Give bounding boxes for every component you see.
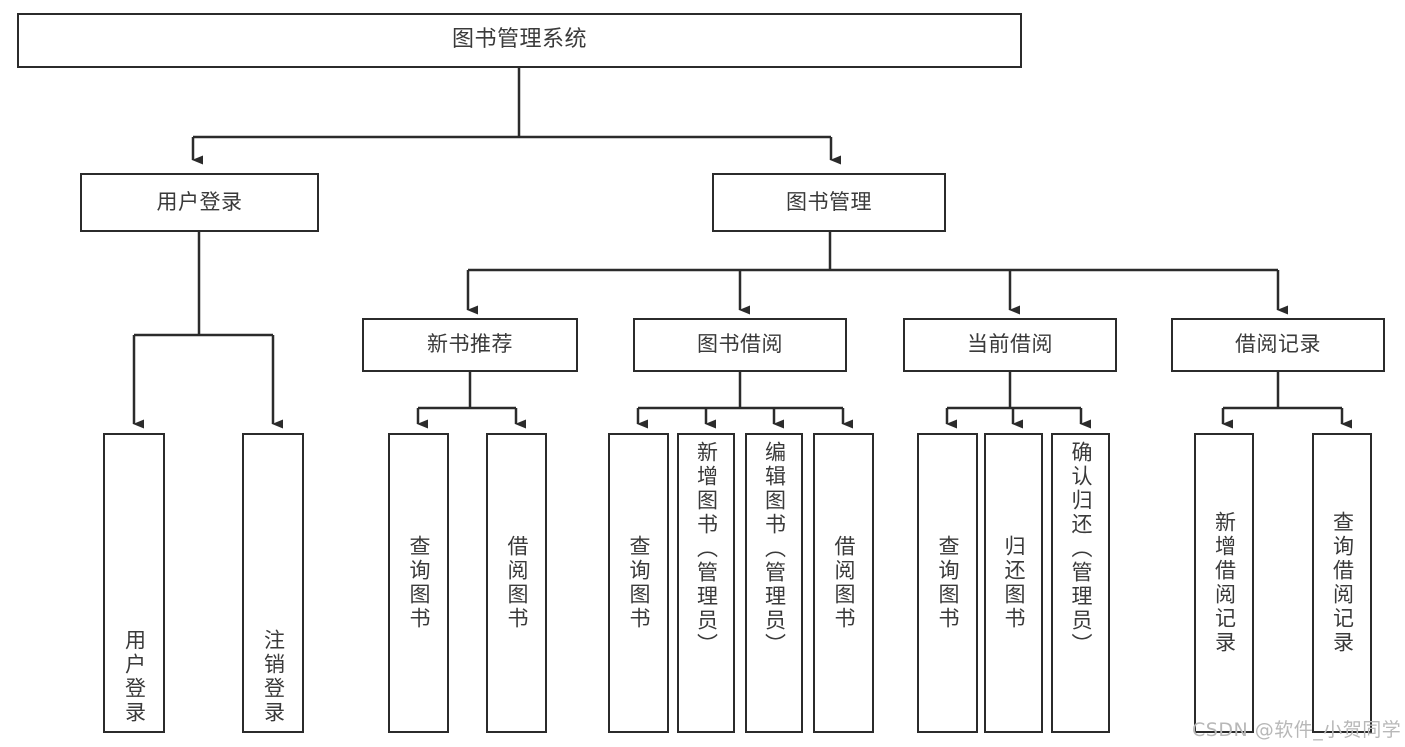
- node-label: 借阅图书: [832, 535, 856, 631]
- leaf-new-book-borrow-book[interactable]: 借阅图书: [486, 433, 547, 733]
- node-book-borrow[interactable]: 图书借阅: [633, 318, 847, 372]
- leaf-book-borrow-query-book[interactable]: 查询图书: [608, 433, 669, 733]
- leaf-new-book-query-book[interactable]: 查询图书: [388, 433, 449, 733]
- node-new-book-recommend[interactable]: 新书推荐: [362, 318, 578, 372]
- node-label: 用户登录: [156, 189, 243, 214]
- node-root-book-management-system[interactable]: 图书管理系统: [17, 13, 1022, 68]
- leaf-borrow-record-add-record[interactable]: 新增借阅记录: [1194, 433, 1254, 733]
- node-label: 查询图书: [407, 535, 431, 631]
- node-label: 查询图书: [627, 535, 651, 631]
- node-label: 当前借阅: [967, 332, 1053, 357]
- node-label: 用户登录: [122, 629, 147, 725]
- leaf-book-borrow-add-book-admin[interactable]: 新增图书（管理员）: [677, 433, 735, 733]
- node-label: 图书管理系统: [451, 27, 587, 53]
- node-current-borrow[interactable]: 当前借阅: [903, 318, 1117, 372]
- node-label: 注销登录: [261, 629, 286, 725]
- node-label: 借阅图书: [505, 535, 529, 631]
- node-label: 新书推荐: [427, 332, 513, 357]
- node-borrow-record[interactable]: 借阅记录: [1171, 318, 1385, 372]
- node-label: 查询借阅记录: [1330, 511, 1355, 655]
- node-label: 新增图书（管理员）: [694, 441, 719, 657]
- node-label: 归还图书: [1002, 535, 1026, 631]
- leaf-current-borrow-return-book[interactable]: 归还图书: [984, 433, 1043, 733]
- leaf-borrow-record-query-record[interactable]: 查询借阅记录: [1312, 433, 1372, 733]
- node-user-login[interactable]: 用户登录: [80, 173, 319, 232]
- node-book-management[interactable]: 图书管理: [712, 173, 946, 232]
- node-label: 新增借阅记录: [1212, 511, 1237, 655]
- node-label: 编辑图书（管理员）: [762, 441, 787, 657]
- node-label: 借阅记录: [1235, 332, 1321, 357]
- csdn-watermark: CSDN @软件_小贺同学: [1192, 719, 1402, 741]
- leaf-current-borrow-query-book[interactable]: 查询图书: [917, 433, 978, 733]
- leaf-book-borrow-edit-book-admin[interactable]: 编辑图书（管理员）: [745, 433, 803, 733]
- node-label: 确认归还（管理员）: [1069, 441, 1093, 657]
- leaf-book-borrow-borrow-book[interactable]: 借阅图书: [813, 433, 874, 733]
- leaf-user-login-logout[interactable]: 注销登录: [242, 433, 304, 733]
- node-label: 图书借阅: [697, 332, 783, 357]
- leaf-user-login-login[interactable]: 用户登录: [103, 433, 165, 733]
- leaf-current-borrow-confirm-return-admin[interactable]: 确认归还（管理员）: [1051, 433, 1110, 733]
- node-label: 查询图书: [936, 535, 960, 631]
- node-label: 图书管理: [786, 189, 872, 214]
